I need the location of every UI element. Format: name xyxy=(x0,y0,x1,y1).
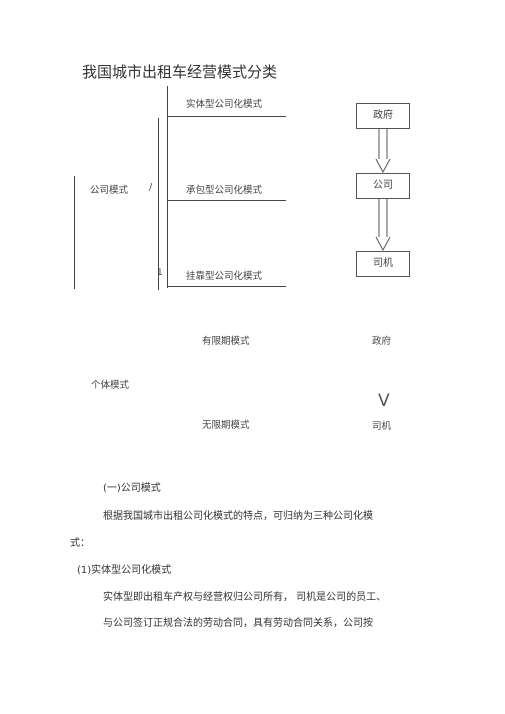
page-title: 我国城市出租车经营模式分类 xyxy=(82,63,278,81)
individual-mode-label: 个体模式 xyxy=(91,380,130,391)
paragraph-1-line-2: 式： xyxy=(70,538,90,549)
arrow-down-icon xyxy=(375,199,391,252)
arrow-down-icon xyxy=(375,129,391,174)
down-v-icon: V xyxy=(378,391,390,411)
branch-1-label: 实体型公司化模式 xyxy=(186,99,263,110)
flow-box-company: 公司 xyxy=(356,173,410,199)
branch-2-label: 承包型公司化模式 xyxy=(186,185,263,196)
unlimited-term-mode-label: 无限期模式 xyxy=(202,420,250,431)
branch-1-underline xyxy=(167,116,286,117)
section-heading: (一)公司模式 xyxy=(103,483,161,494)
branch-3-label: 挂靠型公司化模式 xyxy=(186,271,263,282)
branch-1-vertical xyxy=(167,86,168,116)
company-mode-label: 公司模式 xyxy=(90,185,129,196)
flow-box-driver: 司机 xyxy=(356,251,410,277)
paragraph-1-line-1: 根据我国城市出租公司化模式的特点，可归纳为三种公司化模 xyxy=(103,511,373,522)
sub-heading: (1)实体型公司化模式 xyxy=(77,565,172,576)
limited-term-mode-label: 有限期模式 xyxy=(202,336,250,347)
individual-flow-top: 政府 xyxy=(372,336,392,347)
company-mode-slash: / xyxy=(149,182,153,193)
branch-3-vertical xyxy=(167,262,168,288)
paragraph-2-line-1: 实体型即出租车产权与经营权归公司所有， 司机是公司的员工、 xyxy=(103,592,387,603)
branch-3-marker: 1 xyxy=(157,268,163,278)
branch-2-vertical xyxy=(167,176,168,200)
branch-3-underline xyxy=(167,286,286,287)
paragraph-2-line-2: 与公司签订正规合法的劳动合同，具有劳动合同关系，公司按 xyxy=(103,618,373,629)
flow-box-government: 政府 xyxy=(356,103,410,129)
individual-flow-bottom: 司机 xyxy=(372,421,392,432)
outer-bracket-line xyxy=(74,176,75,289)
branch-1-connector xyxy=(167,116,168,176)
branch-2-connector xyxy=(167,200,168,262)
branch-2-underline xyxy=(167,200,286,201)
inner-bracket-line xyxy=(158,118,159,290)
